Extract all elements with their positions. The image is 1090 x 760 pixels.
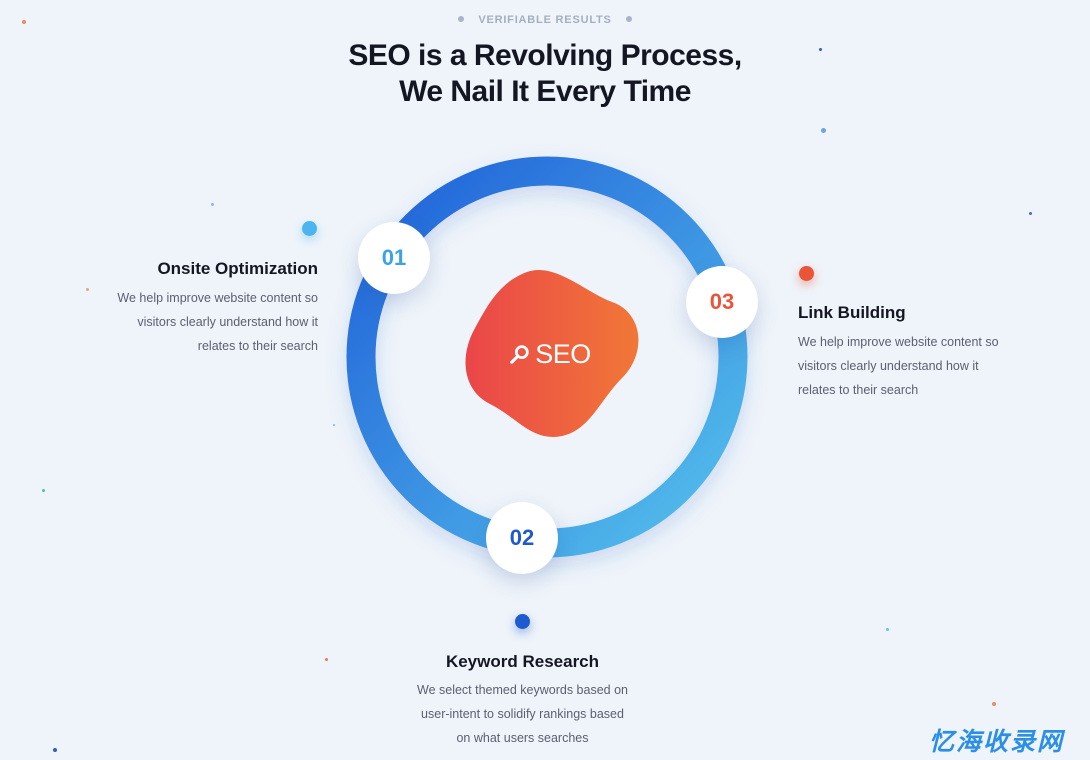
desc-line: visitors clearly understand how it	[798, 359, 979, 373]
site-watermark: 忆海收录网	[928, 728, 1064, 756]
seo-text: SEO	[535, 338, 591, 369]
desc-line: We help improve website content so	[117, 291, 318, 305]
step-marker-keyword	[515, 614, 530, 629]
sparkle-dot	[22, 20, 26, 24]
section-title: SEO is a Revolving Process, We Nail It E…	[0, 38, 1090, 110]
desc-line: visitors clearly understand how it	[137, 315, 318, 329]
title-line-2: We Nail It Every Time	[399, 75, 691, 108]
sparkle-dot	[42, 489, 45, 492]
step-description-onsite-optimization: We help improve website content so visit…	[98, 286, 318, 358]
step-marker-onsite	[302, 221, 317, 236]
sparkle-dot	[333, 424, 335, 426]
sparkle-dot	[211, 203, 214, 206]
step-heading-keyword-research: Keyword Research	[445, 652, 600, 671]
step-badge-02: 02	[486, 502, 558, 574]
desc-line: relates to their search	[197, 339, 318, 353]
title-line-1: SEO is a Revolving Process,	[348, 39, 742, 72]
step-description-link-building: We help improve website content so visit…	[798, 330, 1018, 402]
step-heading-onsite-optimization: Onsite Optimization	[157, 259, 318, 278]
desc-line: on what users searches	[456, 731, 589, 745]
step-badge-03: 03	[686, 266, 758, 338]
sparkle-dot	[86, 288, 89, 291]
sparkle-dot	[325, 658, 328, 661]
desc-line: We help improve website content so	[798, 335, 999, 349]
step-description-keyword-research: We select themed keywords based on user-…	[400, 678, 645, 750]
sparkle-dot	[1029, 212, 1032, 215]
step-heading-link-building: Link Building	[798, 303, 906, 322]
eyebrow-text: VERIFIABLE RESULTS	[478, 14, 612, 26]
section-eyebrow: VERIFIABLE RESULTS	[0, 14, 1090, 26]
desc-line: user-intent to solidify rankings based	[421, 707, 624, 721]
sparkle-dot	[886, 628, 889, 631]
seo-blob	[465, 269, 639, 437]
search-icon	[510, 345, 529, 364]
sparkle-dot	[992, 702, 996, 706]
seo-center-label: SEO	[470, 334, 630, 374]
sparkle-dot	[819, 48, 822, 51]
eyebrow-dot-left	[458, 16, 465, 23]
desc-line: We select themed keywords based on	[417, 683, 628, 697]
desc-line: relates to their search	[798, 383, 919, 397]
step-marker-link-building	[799, 266, 814, 281]
eyebrow-dot-right	[625, 16, 632, 23]
sparkle-dot	[821, 128, 826, 133]
sparkle-dot	[53, 748, 57, 752]
step-badge-01: 01	[358, 222, 430, 294]
